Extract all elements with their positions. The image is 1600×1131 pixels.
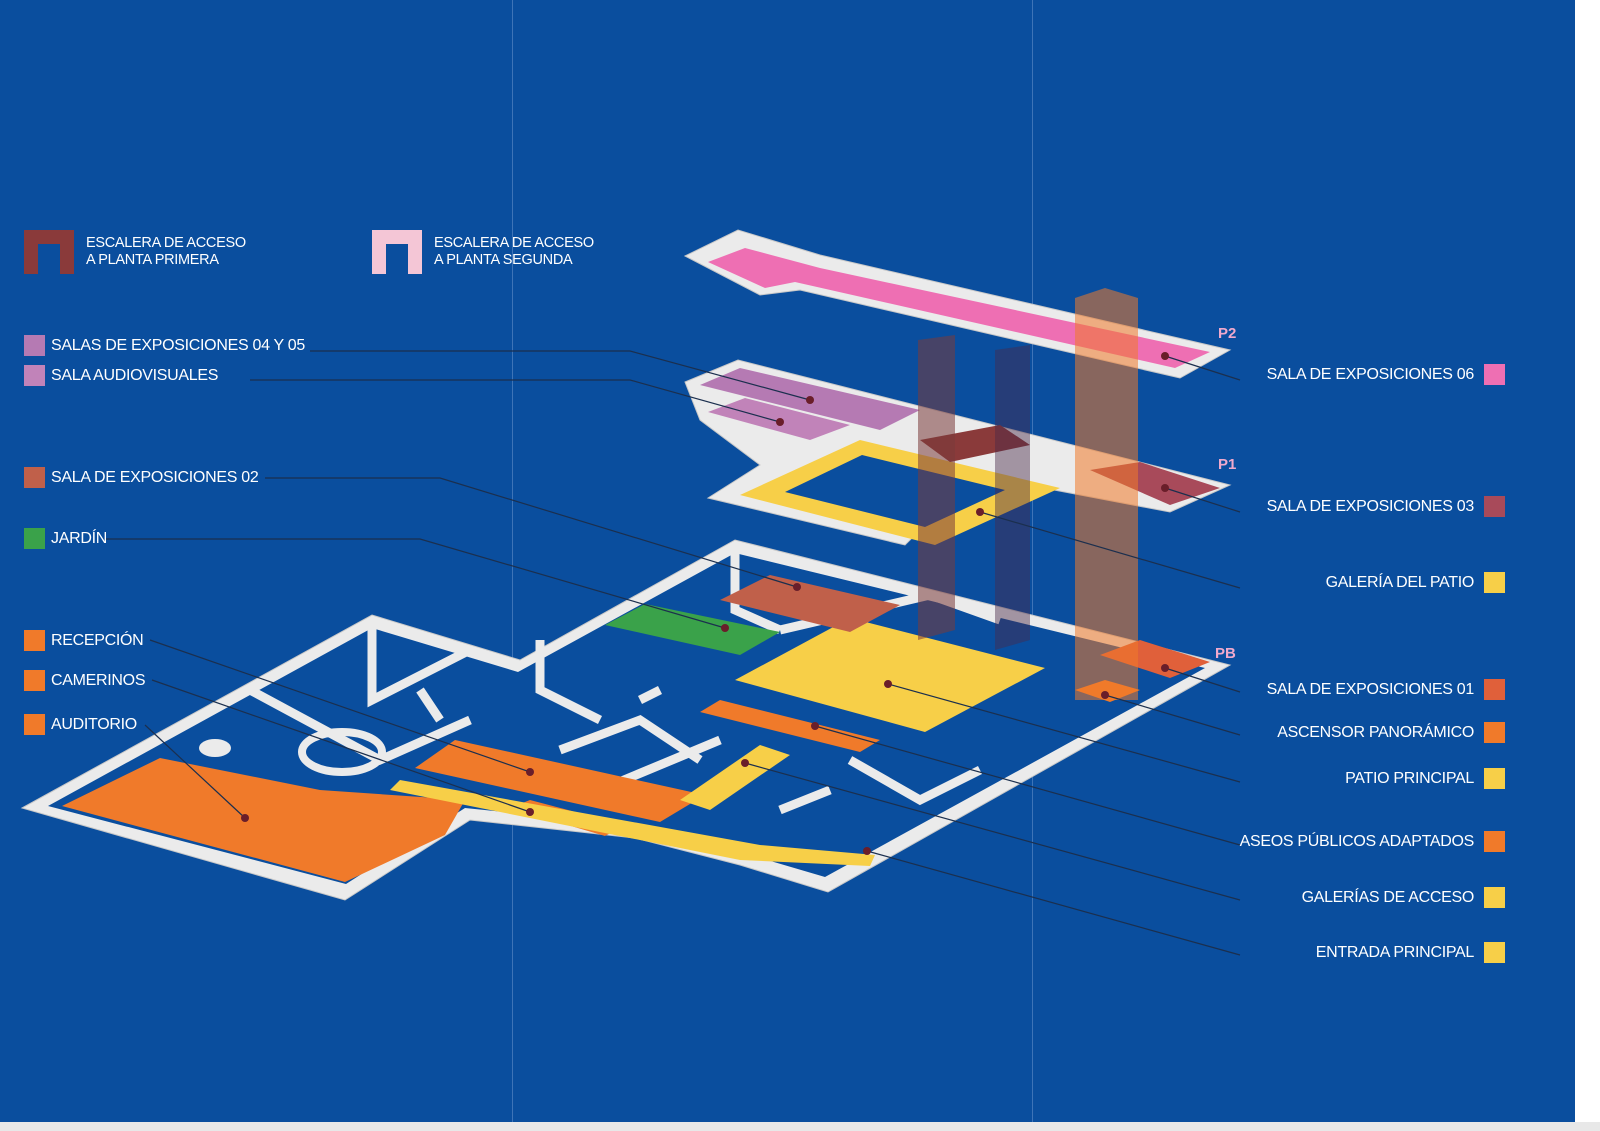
stair-legend-first-floor: ESCALERA DE ACCESO A PLANTA PRIMERA bbox=[24, 230, 246, 274]
legend-swatch bbox=[24, 467, 45, 488]
legend-ascensor: ASCENSOR PANORÁMICO bbox=[1277, 722, 1505, 743]
recepcion-room bbox=[415, 740, 705, 822]
legend-swatch bbox=[24, 630, 45, 651]
level-pb-label: PB bbox=[1215, 645, 1236, 662]
legend-label: SALA AUDIOVISUALES bbox=[51, 366, 219, 384]
floor-plan-sheet: P2 P1 PB ESCALERA DE ACCESO A PLANTA PRI… bbox=[0, 0, 1575, 1122]
galerias-acceso-2 bbox=[680, 745, 790, 810]
legend-patio-principal: PATIO PRINCIPAL bbox=[1345, 768, 1505, 789]
stair-second-floor-icon bbox=[372, 230, 422, 274]
stair-legend-line: A PLANTA SEGUNDA bbox=[434, 252, 573, 268]
legend-label: SALA DE EXPOSICIONES 03 bbox=[1266, 497, 1475, 515]
elevator-shaft bbox=[1075, 288, 1138, 700]
legend-swatch bbox=[24, 528, 45, 549]
isometric-floor-plan bbox=[20, 229, 1241, 956]
legend-camerinos: CAMERINOS bbox=[24, 670, 146, 691]
patio-principal bbox=[735, 618, 1045, 732]
stair-legend-text: ESCALERA DE ACCESO A PLANTA PRIMERA bbox=[86, 235, 246, 269]
legend-swatch bbox=[1484, 364, 1505, 385]
fold-line bbox=[512, 0, 513, 1122]
legend-jardin: JARDÍN bbox=[24, 528, 107, 549]
legend-swatch bbox=[1484, 831, 1505, 852]
legend-swatch bbox=[1484, 768, 1505, 789]
stair-first-floor-icon bbox=[24, 230, 74, 274]
legend-swatch bbox=[24, 714, 45, 735]
stair-legend-second-floor: ESCALERA DE ACCESO A PLANTA SEGUNDA bbox=[372, 230, 594, 274]
fold-line bbox=[1032, 0, 1033, 1122]
legend-label: ASEOS PÚBLICOS ADAPTADOS bbox=[1239, 832, 1475, 850]
legend-label: PATIO PRINCIPAL bbox=[1345, 769, 1474, 787]
legend-swatch bbox=[1484, 942, 1505, 963]
legend-galerias-acceso: GALERÍAS DE ACCESO bbox=[1302, 887, 1505, 908]
stair-shaft-first bbox=[918, 335, 955, 640]
legend-aseos: ASEOS PÚBLICOS ADAPTADOS bbox=[1240, 831, 1505, 852]
legend-auditorio: AUDITORIO bbox=[24, 714, 137, 735]
legend-swatch bbox=[1484, 572, 1505, 593]
legend-label: RECEPCIÓN bbox=[51, 631, 144, 649]
legend-sala-03: SALA DE EXPOSICIONES 03 bbox=[1267, 496, 1505, 517]
auditorio-room bbox=[62, 758, 465, 882]
level-p1-label: P1 bbox=[1218, 456, 1237, 473]
legend-salas-04-05: SALAS DE EXPOSICIONES 04 Y 05 bbox=[24, 335, 305, 356]
auditorium-ring bbox=[298, 728, 386, 776]
legend-label: JARDÍN bbox=[51, 529, 107, 547]
legend-sala-01: SALA DE EXPOSICIONES 01 bbox=[1267, 679, 1505, 700]
jardin-room bbox=[605, 604, 780, 655]
leader-lines bbox=[105, 350, 1241, 956]
legend-swatch bbox=[1484, 679, 1505, 700]
second-floor bbox=[683, 229, 1232, 379]
leader-dots bbox=[241, 352, 1169, 855]
ground-floor bbox=[20, 539, 1232, 901]
galerias-acceso bbox=[390, 780, 875, 866]
sala-02-room bbox=[720, 575, 900, 632]
stair-legend-line: ESCALERA DE ACCESO bbox=[86, 235, 246, 251]
legend-swatch bbox=[1484, 496, 1505, 517]
legend-label: AUDITORIO bbox=[51, 715, 137, 733]
interior-walls bbox=[247, 553, 1002, 815]
aseos-room bbox=[700, 700, 880, 752]
stair-legend-text: ESCALERA DE ACCESO A PLANTA SEGUNDA bbox=[434, 235, 594, 269]
stair-legend-line: A PLANTA PRIMERA bbox=[86, 252, 219, 268]
legend-sala-02: SALA DE EXPOSICIONES 02 bbox=[24, 467, 259, 488]
legend-label: ASCENSOR PANORÁMICO bbox=[1277, 723, 1474, 741]
legend-swatch bbox=[24, 670, 45, 691]
legend-label: CAMERINOS bbox=[51, 671, 146, 689]
legend-sala-audiovisuales: SALA AUDIOVISUALES bbox=[24, 365, 218, 386]
stair-legend-line: ESCALERA DE ACCESO bbox=[434, 235, 594, 251]
scan-edge bbox=[0, 1122, 1600, 1131]
level-p2-label: P2 bbox=[1218, 325, 1237, 342]
legend-label: SALA DE EXPOSICIONES 06 bbox=[1266, 365, 1475, 383]
legend-swatch bbox=[1484, 722, 1505, 743]
legend-recepcion: RECEPCIÓN bbox=[24, 630, 144, 651]
legend-entrada-principal: ENTRADA PRINCIPAL bbox=[1316, 942, 1505, 963]
legend-sala-06: SALA DE EXPOSICIONES 06 bbox=[1267, 364, 1505, 385]
legend-label: SALAS DE EXPOSICIONES 04 Y 05 bbox=[51, 336, 305, 354]
stair-shaft-second bbox=[995, 345, 1030, 650]
legend-galeria-patio: GALERÍA DEL PATIO bbox=[1326, 572, 1505, 593]
legend-label: GALERÍA DEL PATIO bbox=[1325, 573, 1475, 591]
legend-label: SALA DE EXPOSICIONES 01 bbox=[1266, 680, 1475, 698]
legend-swatch bbox=[24, 365, 45, 386]
round-column bbox=[199, 739, 231, 757]
legend-label: SALA DE EXPOSICIONES 02 bbox=[51, 468, 259, 486]
legend-swatch bbox=[24, 335, 45, 356]
legend-label: GALERÍAS DE ACCESO bbox=[1301, 888, 1475, 906]
legend-swatch bbox=[1484, 887, 1505, 908]
legend-label: ENTRADA PRINCIPAL bbox=[1315, 943, 1475, 961]
